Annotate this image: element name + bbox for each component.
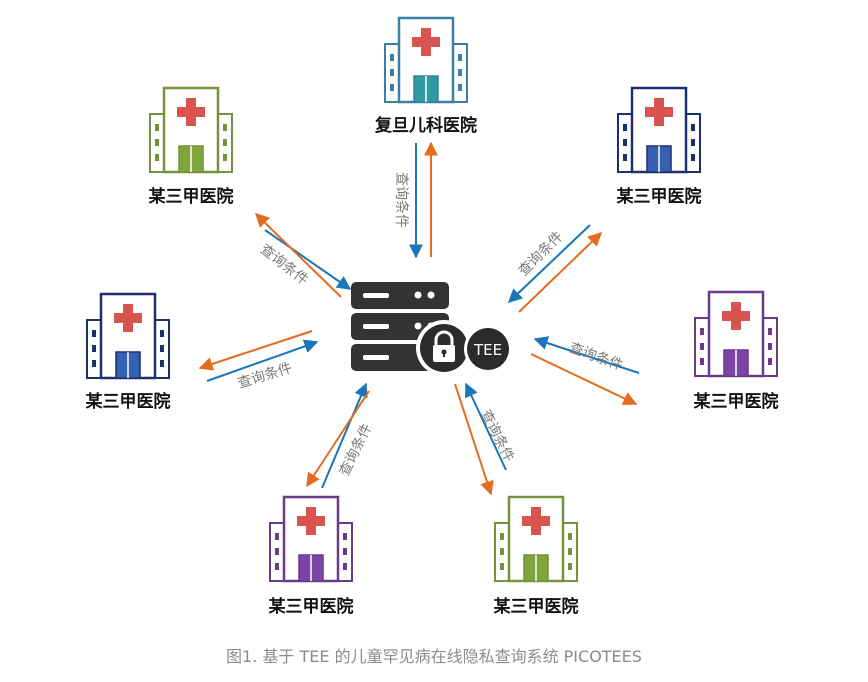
arrow-pair: 查询条件 [507, 224, 603, 313]
query-label: 查询条件 [336, 421, 376, 479]
arrow-pair: 查询条件 [454, 382, 518, 496]
arrow-pair: 查询条件 [198, 330, 319, 392]
hospital-label: 某三甲医院 [149, 186, 234, 207]
query-label: 查询条件 [236, 359, 295, 392]
request-arrow [533, 336, 640, 374]
response-arrow [518, 232, 603, 313]
hospital-node: 某三甲医院 [617, 86, 702, 207]
arrow-pair: 查询条件 [254, 213, 352, 298]
hospital-node: 某三甲医院 [149, 86, 234, 207]
hospital-label: 某三甲医院 [494, 596, 579, 617]
request-arrow [464, 382, 507, 471]
response-arrow [454, 383, 494, 496]
response-arrow [198, 330, 313, 371]
arrow-pair: 查询条件 [306, 382, 376, 489]
query-label: 查询条件 [567, 339, 625, 374]
hospital-node: 某三甲医院 [269, 495, 354, 617]
hospital-node: 某三甲医院 [494, 495, 579, 617]
lock-icon [416, 320, 472, 376]
hospital-icon [617, 86, 701, 174]
query-label: 查询条件 [393, 172, 410, 228]
hospital-node: 某三甲医院 [86, 292, 171, 412]
hospital-label: 某三甲医院 [694, 391, 779, 412]
hospital-icon [86, 292, 170, 380]
hospital-node: 复旦儿科医院 [374, 16, 477, 136]
request-arrow [264, 229, 352, 290]
query-label: 查询条件 [477, 407, 518, 465]
hospital-label: 某三甲医院 [269, 596, 354, 617]
hospital-icon [149, 86, 233, 174]
arrow-pair: 查询条件 [530, 336, 640, 405]
request-arrow [206, 339, 319, 382]
figure-caption: 图1. 基于 TEE 的儿童罕见病在线隐私查询系统 PICOTEES [226, 647, 642, 666]
hospital-icon [384, 16, 468, 104]
hospital-icon [494, 495, 578, 583]
hospital-icon [269, 495, 353, 583]
hospital-label: 某三甲医院 [86, 391, 171, 412]
tee-label: TEE [473, 341, 502, 359]
query-label: 查询条件 [257, 241, 312, 289]
response-arrow [254, 213, 342, 298]
request-arrow [507, 224, 591, 303]
hospital-node: 某三甲医院 [694, 290, 779, 412]
hospital-icon [694, 290, 778, 378]
response-arrow [306, 390, 370, 488]
request-arrow [321, 382, 368, 489]
response-arrow [530, 353, 638, 405]
tee-badge: TEE [464, 325, 512, 373]
hospital-label: 复旦儿科医院 [374, 115, 477, 136]
arrow-pair: 查询条件 [393, 141, 438, 259]
hospital-label: 某三甲医院 [617, 186, 702, 207]
